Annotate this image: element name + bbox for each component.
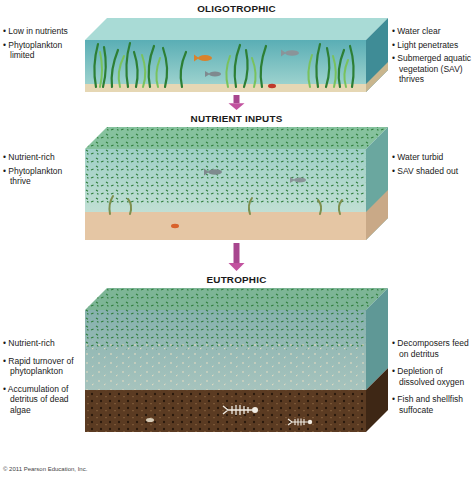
stage-block: EUTROPHIC (85, 273, 388, 433)
bullet-note: • Submerged aquatic vegetation (SAV) thr… (392, 53, 472, 85)
fish-tail (194, 55, 199, 62)
dead-shellfish (146, 418, 154, 422)
bullet-note: • Rapid turnover of phytoplankton (3, 356, 81, 377)
bullet-note: • Light penetrates (392, 40, 472, 51)
stage-heading: OLIGOTROPHIC (85, 2, 388, 16)
detritus-side (366, 368, 388, 432)
detritus-specks (85, 390, 366, 432)
fish (285, 50, 299, 56)
fish (209, 72, 221, 77)
bullet-note: • Nutrient-rich (3, 152, 81, 163)
fish-tail (281, 50, 286, 57)
seagrass (94, 43, 353, 87)
arrow-head (229, 103, 245, 110)
arrow-head (229, 263, 245, 271)
copyright-note: © 2011 Pearson Education, Inc. (3, 465, 203, 473)
fish (198, 55, 212, 61)
flow-arrow (229, 243, 245, 271)
phytoplankton (85, 149, 366, 204)
phytoplankton (85, 288, 388, 310)
bullet-note: • Phytoplankton thrive (3, 166, 81, 187)
bullet-note: • Water turbid (392, 152, 472, 163)
clear-water (85, 40, 366, 92)
water-side (366, 127, 388, 240)
arrow-shaft (234, 95, 240, 103)
stage-block: NUTRIENT INPUTS (85, 112, 388, 241)
phytoplankton (85, 127, 388, 149)
eutrophic-lake (85, 288, 388, 432)
fish-skull (252, 407, 258, 413)
shaded-seagrass (109, 196, 342, 214)
fish (208, 169, 222, 175)
bullet-note: • Water clear (392, 26, 472, 37)
sinking-algae (85, 340, 366, 390)
sand-bottom (85, 212, 366, 240)
enriched-lake (85, 127, 388, 240)
stage-block: OLIGOTROPHIC (85, 2, 388, 93)
stage-heading: NUTRIENT INPUTS (85, 112, 388, 126)
turbid-water (85, 149, 366, 240)
water-surface (85, 127, 388, 149)
oligotrophic-lake (85, 18, 388, 92)
crab (171, 224, 179, 228)
crab (268, 84, 276, 88)
bullet-note: • SAV shaded out (392, 166, 472, 177)
bullet-note: • Decomposers feed on detritus (392, 338, 472, 359)
sand-side (366, 190, 388, 240)
detritus-layer (85, 390, 366, 432)
fish-skull (308, 420, 312, 424)
fish (294, 178, 306, 183)
stage-heading: EUTROPHIC (85, 273, 388, 287)
arrow-shaft (234, 243, 240, 263)
bullet-note: • Fish and shellfish suffocate (392, 394, 472, 415)
seagrass (100, 52, 348, 87)
fish-tail (204, 169, 209, 176)
bullet-note: • Phytoplankton limited (3, 40, 81, 61)
bullet-note: • Low in nutrients (3, 26, 81, 37)
bullet-note: • Nutrient-rich (3, 338, 81, 349)
water-surface (85, 288, 388, 310)
fish-tail (205, 71, 210, 77)
sand-side (366, 62, 388, 92)
bullet-note: • Depletion of dissolved oxygen (392, 366, 472, 387)
flow-arrow (229, 95, 245, 110)
water-surface (85, 18, 388, 40)
fish-skeleton (223, 405, 252, 415)
fish-tail (290, 177, 295, 183)
water-side (366, 18, 388, 92)
bullet-note: • Accumulation of detritus of dead algae (3, 384, 81, 416)
fish-skeleton (288, 419, 308, 426)
murky-water (85, 310, 366, 390)
